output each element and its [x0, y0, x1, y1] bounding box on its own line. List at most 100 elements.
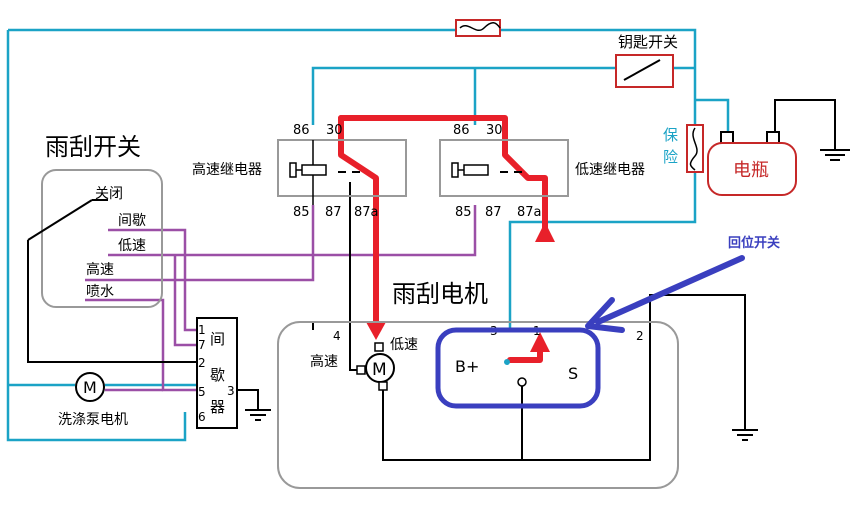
- spray-wire: [85, 298, 197, 392]
- washer-motor-circle: [75, 372, 105, 402]
- key-switch-label: 钥匙开关: [618, 33, 678, 51]
- module-label-1: 间: [210, 330, 225, 348]
- contact-bplus: B+: [455, 357, 479, 376]
- low-relay-pin-87: 87: [485, 205, 502, 220]
- cam-pivot: [517, 377, 527, 387]
- module-pin-2: 2: [198, 356, 206, 370]
- motor-terminal-high: [356, 365, 366, 375]
- low-relay-pin-86: 86: [453, 123, 470, 138]
- ground-icon: [820, 149, 850, 161]
- high-speed-relay: 高速继电器 86 30 85 87 87a: [192, 123, 407, 220]
- wiper-motor-housing: [277, 321, 679, 489]
- switch-high-label: 高速: [86, 261, 114, 278]
- motor-high-label: 高速: [310, 353, 338, 370]
- wiper-motor-symbol: M: [372, 360, 387, 380]
- module-label-2: 歇: [210, 366, 225, 384]
- current-path-high: [338, 115, 379, 333]
- low-relay-coil-left: [451, 162, 459, 178]
- ignition-bus-wire: [311, 66, 695, 125]
- ground-symbols: [245, 149, 850, 441]
- side-fuse: 保 险: [663, 124, 704, 173]
- return-switch-arrowhead: [585, 297, 625, 333]
- left-power-wire: [6, 30, 187, 442]
- side-fuse-label-2: 险: [663, 148, 678, 166]
- fuse-element: [459, 22, 501, 31]
- intermittent-module: 间 歇 器 1 7 2 5 6 3: [196, 317, 238, 429]
- switch-low-label: 低速: [118, 238, 146, 254]
- low-wire: [108, 205, 477, 257]
- contact-s: S: [568, 364, 578, 383]
- module-pin-7: 7: [198, 338, 206, 352]
- washer-motor-label: 洗涤泵电机: [58, 412, 128, 428]
- key-switch-box: [615, 54, 674, 88]
- key-switch-blade: [623, 59, 661, 81]
- low-relay-pin-87a: 87a: [517, 205, 542, 220]
- battery-label: 电瓶: [733, 160, 769, 181]
- low-to-module-wire: [173, 255, 197, 347]
- switch-blade: [27, 199, 93, 241]
- battery-ground-wire: [774, 99, 836, 150]
- wiper-switch: 雨刮开关 关闭 间歇 低速 高速 喷水: [27, 133, 163, 308]
- high-relay-label: 高速继电器: [192, 161, 262, 178]
- battery: 电瓶: [707, 131, 797, 196]
- high-relay-87-wire: [349, 182, 362, 371]
- high-relay-coil-left: [289, 162, 297, 178]
- right-feed-wire: [508, 98, 730, 330]
- low-relay-label: 低速继电器: [575, 162, 645, 178]
- side-fuse-label-1: 保: [663, 126, 678, 144]
- ground-icon: [732, 429, 758, 441]
- low-speed-relay: 低速继电器 86 30 85 87 87a: [439, 123, 645, 220]
- side-fuse-element: [689, 127, 698, 171]
- switch-common-wire: [27, 240, 197, 363]
- side-fuse-box: [686, 124, 704, 173]
- top-power-wire: [8, 28, 697, 100]
- high-relay-pin-85: 85: [293, 205, 310, 220]
- power-wires: [6, 28, 730, 442]
- high-relay-pin-86: 86: [293, 123, 310, 138]
- low-relay-pin-30: 30: [486, 123, 503, 138]
- current-path-top: [338, 115, 548, 241]
- high-relay-pin-87: 87: [325, 205, 342, 220]
- low-relay-pin-85: 85: [455, 205, 472, 220]
- wiper-switch-box: [41, 169, 163, 308]
- washer-pump-motor: M 洗涤泵电机: [58, 372, 128, 428]
- module-pin-3: 3: [227, 384, 235, 398]
- module-label-3: 器: [210, 398, 225, 416]
- module-pin-6: 6: [198, 410, 206, 424]
- high-relay-coil-wires: [296, 140, 314, 205]
- module-pin-1: 1: [198, 323, 206, 337]
- return-switch-annotation: 回位开关: [585, 235, 780, 333]
- current-arrow-return: [530, 332, 550, 352]
- current-arrow-motor: [366, 322, 386, 340]
- return-switch-box: [435, 327, 601, 409]
- battery-body: [707, 142, 797, 196]
- wiper-motor-title: 雨刮电机: [392, 280, 488, 308]
- return-contact-dot: [504, 359, 510, 365]
- current-arrow-up: [535, 222, 555, 242]
- module-pin-5: 5: [198, 385, 206, 399]
- motor-pin-4: 4: [333, 329, 341, 343]
- high-relay-box: [277, 139, 407, 197]
- module-ground-wire: [238, 389, 259, 410]
- intermittent-module-box: [196, 317, 238, 429]
- low-relay-box: [439, 139, 569, 197]
- high-relay-pin-87a: 87a: [354, 205, 379, 220]
- switch-off-label: 关闭: [95, 186, 123, 202]
- return-switch-label: 回位开关: [728, 235, 780, 251]
- black-wires: [27, 99, 836, 461]
- high-relay-pin-30: 30: [326, 123, 343, 138]
- switch-spray-label: 喷水: [86, 284, 114, 300]
- motor-low-label: 低速: [390, 337, 418, 353]
- low-relay-coil: [463, 164, 489, 176]
- key-switch: 钥匙开关: [615, 33, 678, 88]
- ground-icon: [245, 409, 271, 421]
- motor-ground-wire: [382, 294, 746, 461]
- motor-terminal-low: [374, 342, 384, 352]
- high-relay-coil: [301, 164, 327, 176]
- wiper-switch-title: 雨刮开关: [45, 133, 141, 161]
- switch-intermittent-label: 间歇: [118, 213, 146, 229]
- return-switch-arrow: [595, 255, 745, 325]
- washer-motor-symbol: M: [83, 378, 97, 397]
- motor-terminal-ground: [378, 381, 388, 391]
